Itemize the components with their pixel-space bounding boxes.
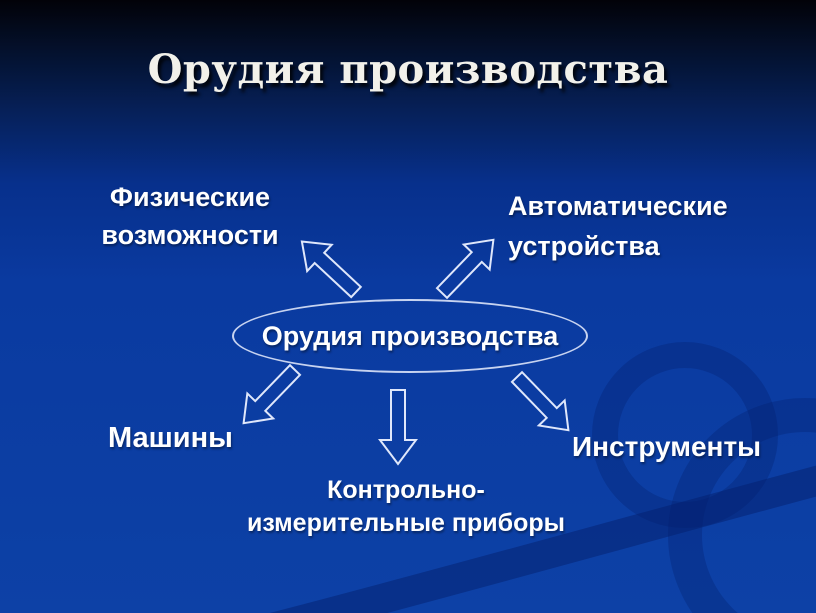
arrow-to-automatic	[435, 238, 495, 300]
node-label-physical: Физические возможности	[58, 178, 322, 254]
center-ellipse-label: Орудия производства	[261, 320, 559, 351]
node-label-machines: Машины	[108, 422, 233, 454]
arrow-to-control-instruments	[378, 389, 418, 466]
node-label-physical-line2: возможности	[101, 220, 279, 250]
node-label-control-line2: измерительные приборы	[247, 509, 565, 537]
node-label-tools: Инструменты	[572, 431, 762, 462]
node-label-control-line1: Контрольно-	[327, 476, 485, 504]
node-label-automatic-line2: устройства	[508, 231, 660, 261]
node-label-control-instruments: Контрольно- измерительные приборы	[205, 474, 607, 540]
slide-title: Орудия производства	[147, 46, 669, 93]
node-label-automatic: Автоматические устройства	[508, 186, 728, 266]
arrow-to-machines	[242, 363, 302, 425]
node-label-physical-line1: Физические	[109, 182, 271, 212]
arrow-to-tools	[510, 370, 570, 432]
node-label-automatic-line1: Автоматические	[508, 191, 728, 221]
center-ellipse: Орудия производства	[232, 299, 588, 373]
